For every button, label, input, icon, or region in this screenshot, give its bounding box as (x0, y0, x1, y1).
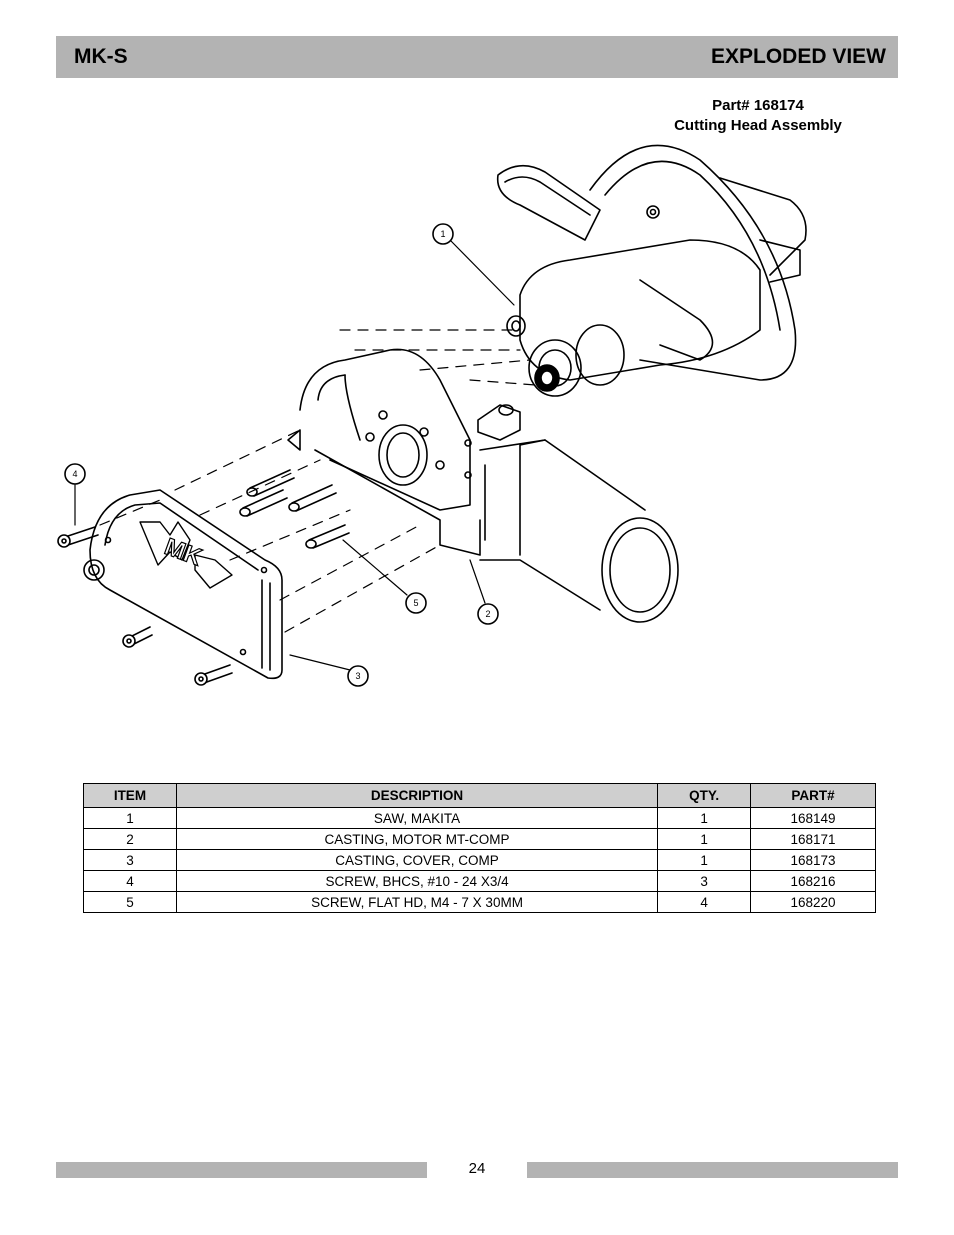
cell-qty: 4 (657, 891, 752, 913)
cell-qty: 1 (657, 828, 752, 850)
callout-4: 4 (72, 469, 77, 479)
cell-part: 168171 (750, 828, 876, 850)
casting-cover-drawing (83, 489, 283, 680)
page-number: 24 (468, 1160, 486, 1177)
table-row: 1 SAW, MAKITA 1 168149 (83, 807, 876, 829)
column-header-qty: QTY. (657, 783, 752, 808)
exploded-view-diagram: 1 4 5 2 3 MK (57, 144, 807, 687)
column-header-item: ITEM (83, 783, 177, 808)
cell-part: 168220 (750, 891, 876, 913)
cell-qty: 1 (657, 849, 752, 871)
column-header-part: PART# (750, 783, 876, 808)
cell-part: 168173 (750, 849, 876, 871)
mk-logo-text: MK (161, 533, 206, 571)
cell-description: SAW, MAKITA (175, 807, 659, 829)
column-header-description: DESCRIPTION (175, 783, 659, 808)
callout-1: 1 (440, 229, 445, 239)
model-title: MK-S (74, 45, 128, 68)
cell-part: 168149 (750, 807, 876, 829)
callout-2: 2 (485, 609, 490, 619)
saw-makita-drawing (496, 144, 807, 397)
table-header-row: ITEM DESCRIPTION QTY. PART# (83, 783, 876, 808)
table-row: 4 SCREW, BHCS, #10 - 24 X3/4 3 168216 (83, 870, 876, 892)
table-row: 3 CASTING, COVER, COMP 1 168173 (83, 849, 876, 871)
footer-bar-right (527, 1162, 898, 1178)
assembly-title: Part# 168174 Cutting Head Assembly (630, 96, 886, 136)
parts-table: ITEM DESCRIPTION QTY. PART# 1 SAW, MAKIT… (83, 783, 876, 913)
assembly-part-number: Part# 168174 (712, 97, 804, 114)
callout-5: 5 (413, 598, 418, 608)
header-bar: MK-S EXPLODED VIEW (56, 36, 898, 78)
table-row: 2 CASTING, MOTOR MT-COMP 1 168171 (83, 828, 876, 850)
assembly-name: Cutting Head Assembly (674, 117, 842, 134)
table-row: 5 SCREW, FLAT HD, M4 - 7 X 30MM 4 168220 (83, 891, 876, 913)
cell-description: CASTING, MOTOR MT-COMP (175, 828, 659, 850)
cell-qty: 1 (657, 807, 752, 829)
cell-item: 4 (83, 870, 177, 892)
casting-motor-drawing (287, 348, 679, 623)
footer-bar-left (56, 1162, 427, 1178)
cell-qty: 3 (657, 870, 752, 892)
cell-part: 168216 (750, 870, 876, 892)
section-title: EXPLODED VIEW (710, 45, 886, 68)
cell-description: SCREW, BHCS, #10 - 24 X3/4 (175, 870, 659, 892)
callout-3: 3 (355, 671, 360, 681)
cell-item: 2 (83, 828, 177, 850)
screws-bhcs-drawing (57, 526, 233, 686)
cell-item: 5 (83, 891, 177, 913)
cell-description: CASTING, COVER, COMP (175, 849, 659, 871)
screws-flat-head-drawing (239, 469, 350, 549)
cell-item: 3 (83, 849, 177, 871)
cell-description: SCREW, FLAT HD, M4 - 7 X 30MM (175, 891, 659, 913)
cell-item: 1 (83, 807, 177, 829)
